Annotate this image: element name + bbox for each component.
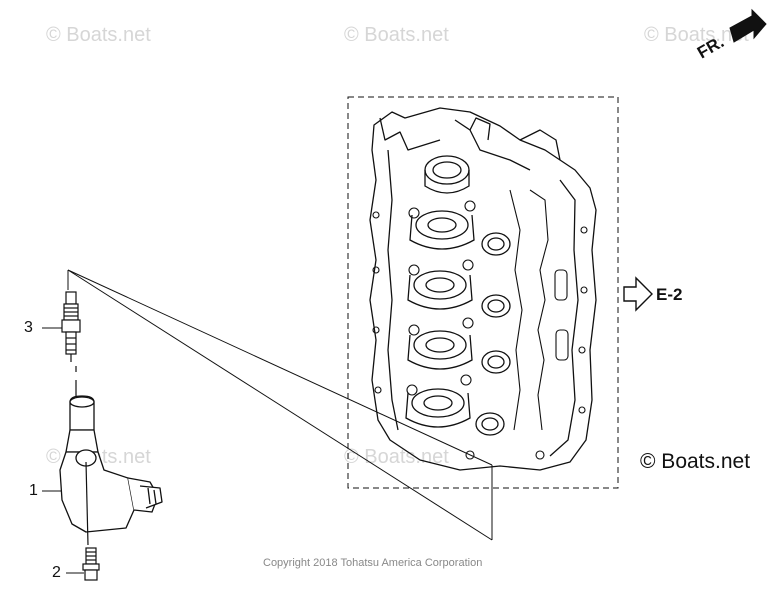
brand-text: © Boats.net: [640, 450, 751, 473]
bolt-holes: [372, 200, 588, 460]
arrow-icon: [729, 8, 767, 43]
copyright-text: Copyright 2018 Tohatsu America Corporati…: [263, 557, 483, 569]
callout-1: 1: [29, 482, 38, 499]
bolt: [82, 461, 100, 581]
watermark-top-right: © Boats.net: [644, 24, 749, 46]
watermark-top-center: © Boats.net: [344, 24, 449, 46]
water-jacket: [509, 189, 569, 431]
outline-arrow-icon: [623, 276, 653, 312]
watermark-top-left: © Boats.net: [46, 24, 151, 46]
reference-label: E-2: [656, 285, 683, 304]
spark-plug: [61, 291, 81, 396]
ignition-coil: [59, 395, 163, 533]
assembly-dashed-box: [347, 96, 619, 489]
combustion-chambers: [405, 155, 475, 428]
cylinder-head: [369, 107, 597, 471]
valve-ports: [475, 232, 511, 436]
leader-lines: [67, 269, 493, 541]
callout-2: 2: [52, 564, 61, 581]
callout-leaders: [42, 327, 84, 574]
callout-3: 3: [24, 319, 33, 336]
